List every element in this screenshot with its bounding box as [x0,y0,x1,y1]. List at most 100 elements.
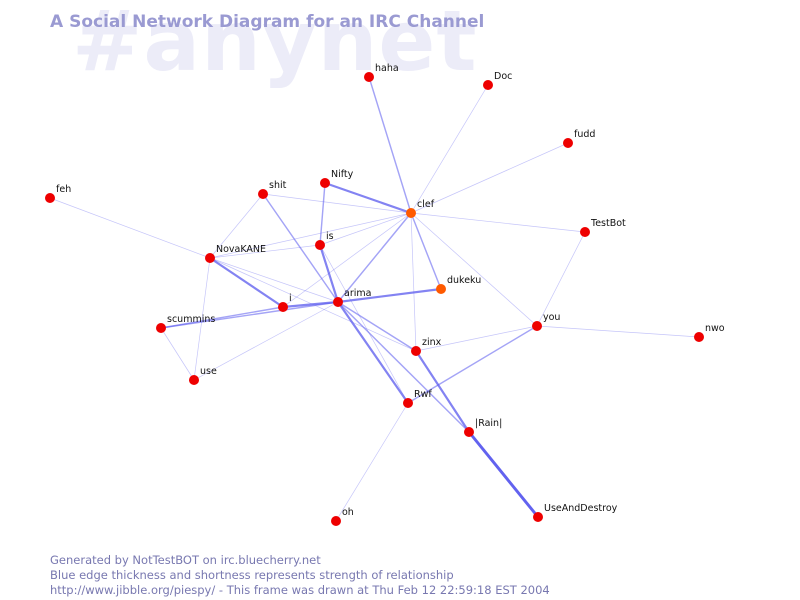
node-label: nwo [705,323,725,334]
footer-timestamp: http://www.jibble.org/piespy/ - This fra… [50,583,550,597]
edge-nifty-is [319,182,326,246]
node-you: you [532,312,560,331]
node-label: is [326,231,334,242]
edge-clef-you [410,212,538,327]
node-dot [436,284,446,294]
node-label: TestBot [590,218,626,229]
node-label: Rwf [414,389,432,400]
node-dot [156,323,166,333]
node-label: dukeku [447,275,481,286]
node-rain: |Rain| [464,418,502,437]
node-dot [580,227,590,237]
node-label: clef [417,199,435,210]
node-dot [189,375,199,385]
channel-watermark: #anynet [72,0,478,90]
edge-you-testbot [536,231,586,327]
node-testbot: TestBot [580,218,626,237]
edge-layer [49,76,700,522]
node-nifty: Nifty [320,169,354,188]
node-nwo: nwo [694,323,725,342]
edge-nifty-clef [323,181,413,215]
node-haha: haha [364,63,399,82]
footer: Generated by NotTestBOT on irc.bluecherr… [50,553,550,598]
node-label: you [543,312,560,323]
node-shit: shit [258,180,287,199]
node-label: zinx [422,337,442,348]
node-label: i [289,293,292,304]
node-dot [315,240,325,250]
node-dot [333,297,343,307]
node-dot [533,512,543,522]
node-label: haha [375,63,399,74]
edge-haha-clef [368,76,412,214]
node-arima: arima [333,288,371,307]
node-dot [532,321,542,331]
node-dot [331,516,341,526]
edge-scummins-use [160,327,195,381]
edge-rain-useanddestroy [467,430,540,519]
footer-generated-by: Generated by NotTestBOT on irc.bluecherr… [50,553,321,567]
node-dot [694,332,704,342]
node-i: i [278,293,292,312]
node-dot [258,189,268,199]
node-label: fudd [574,129,595,140]
diagram-title: A Social Network Diagram for an IRC Chan… [50,12,485,32]
node-label: arima [344,288,371,299]
node-label: |Rain| [475,418,502,429]
node-label: oh [342,507,354,518]
edge-clef-arima [337,212,412,303]
edge-feh-novakane [49,197,211,259]
node-label: scummins [167,314,215,325]
node-dot [320,178,330,188]
edge-clef-zinx [410,212,417,352]
edge-fudd-clef [410,142,569,214]
edge-clef-i [282,212,412,308]
node-novakane: NovaKANE [205,244,266,263]
node-label: use [200,366,217,377]
node-is: is [315,231,334,250]
node-doc: Doc [483,71,512,90]
edge-you-nwo [536,325,700,338]
node-dot [411,346,421,356]
edge-doc-clef [410,84,489,214]
node-use: use [189,366,217,385]
node-feh: feh [45,184,71,203]
edge-is-novakane [209,244,321,259]
node-dukeku: dukeku [436,275,481,294]
node-dot [563,138,573,148]
node-label: UseAndDestroy [544,503,618,514]
node-dot [45,193,55,203]
edge-shit-novakane [209,193,264,259]
node-dot [364,72,374,82]
node-label: NovaKANE [216,244,266,255]
edge-arima-dukeku [336,287,443,304]
edge-zinx-rain [414,349,471,434]
footer-legend-note: Blue edge thickness and shortness repres… [50,568,454,582]
node-label: Doc [494,71,512,82]
edge-clef-dukeku [410,212,442,290]
node-clef: clef [406,199,435,218]
edge-arima-use [193,301,339,381]
node-label: feh [56,184,71,195]
edge-you-zinx [415,325,538,352]
node-oh: oh [331,507,354,526]
edge-novakane-use [193,257,211,381]
node-zinx: zinx [411,337,442,356]
edge-novakane-arima [209,257,339,303]
node-label: shit [269,180,287,191]
node-dot [205,253,215,263]
edge-arima-rwf [336,300,410,405]
node-dot [483,80,493,90]
edge-is-arima [318,243,340,304]
edge-you-rwf [407,325,538,404]
node-rwf: Rwf [403,389,432,408]
node-scummins: scummins [156,314,215,333]
node-fudd: fudd [563,129,595,148]
edge-shit-arima [262,193,339,303]
edge-arima-scummins [160,301,339,329]
edge-novakane-i [208,256,285,309]
node-dot [464,427,474,437]
